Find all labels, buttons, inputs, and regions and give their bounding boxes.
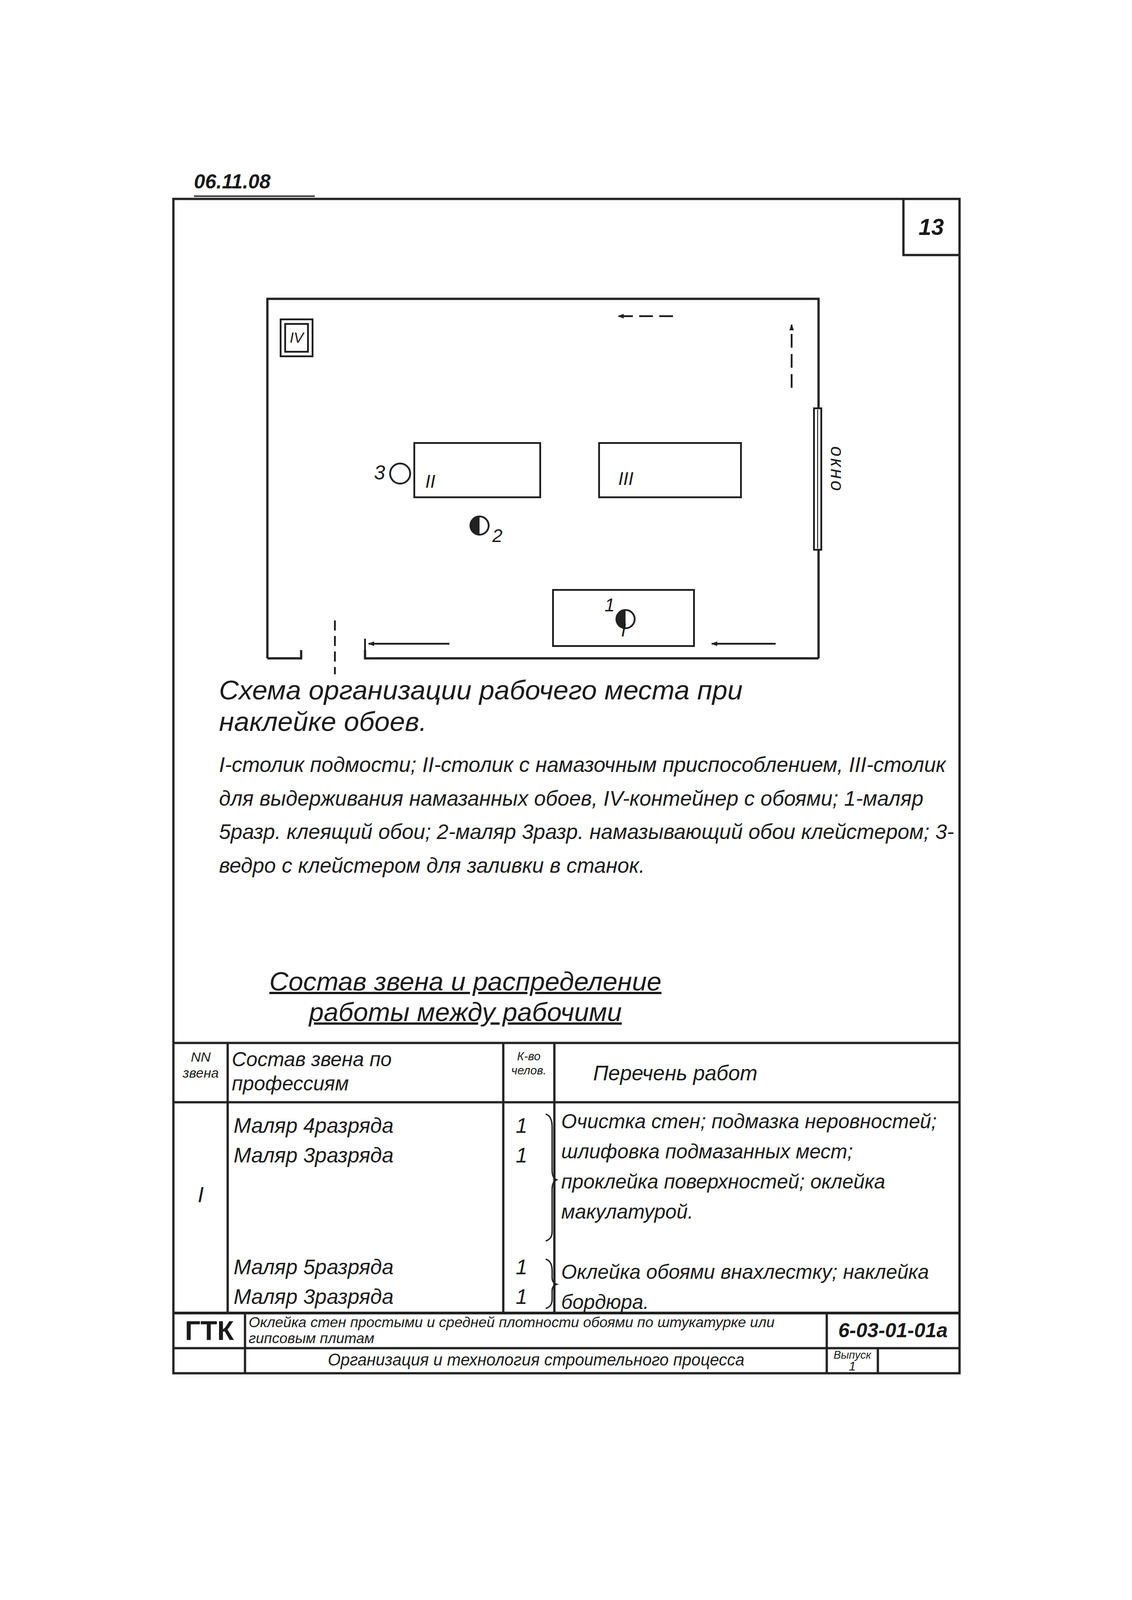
table-rule: [173, 1101, 960, 1104]
table-header: К-во челов.: [504, 1049, 553, 1078]
node-label: II: [425, 471, 436, 492]
table-cell: Маляр 3разряда: [233, 1142, 499, 1169]
sheet-stamp: 06.11.08: [193, 169, 318, 194]
container-box: IV: [279, 318, 314, 358]
node-label: IV: [289, 329, 304, 347]
flow-arrow: [790, 324, 793, 388]
legend-note: I-столик подмости; II-столик с намазочны…: [219, 748, 959, 883]
table-cell: Очистка стен; подмазка неровностей; шлиф…: [561, 1106, 955, 1227]
callout-number: 3: [370, 460, 389, 486]
title-block-cell: Организация и технология строительного п…: [248, 1350, 824, 1370]
flow-arrow: [364, 638, 366, 651]
table-rule: [173, 1042, 960, 1045]
diagram-caption: Схема организации рабочего места при нак…: [219, 674, 867, 738]
stamp-underline: [193, 195, 315, 198]
table-cell: 1: [505, 1113, 538, 1139]
table-rule: [502, 1043, 505, 1314]
window-symbol: [817, 409, 819, 549]
bucket-symbol: [390, 463, 411, 484]
table-header: Перечень работ: [593, 1060, 940, 1086]
flow-arrow: [711, 642, 776, 645]
door-line: [333, 620, 336, 675]
bracket: [545, 1114, 557, 1242]
table-header: NN звена: [175, 1049, 226, 1081]
window-symbol: [813, 408, 822, 550]
table-stand: II: [413, 442, 542, 499]
worker-symbol: [470, 516, 480, 535]
page-number-box: [903, 198, 960, 256]
title-block-code: ГТК: [175, 1314, 244, 1347]
flow-arrow: [368, 642, 450, 645]
sheet-frame: [173, 198, 960, 1374]
table-cell: Маляр 4разряда: [233, 1113, 499, 1139]
flow-arrow: [618, 315, 673, 318]
table-cell: 1: [505, 1284, 538, 1310]
table-rule: [244, 1313, 247, 1374]
node-label: I: [620, 620, 626, 641]
table-stand: I: [552, 589, 695, 647]
table-cell: Маляр 3разряда: [233, 1284, 499, 1310]
window-label: окно: [826, 432, 849, 507]
table-cell: Маляр 5разряда: [233, 1254, 499, 1280]
table-rule: [226, 1043, 230, 1314]
table-cell: 1: [505, 1142, 538, 1169]
title-block-cell: 1: [828, 1359, 877, 1374]
table-stand: III: [598, 442, 742, 499]
room-wall: [267, 650, 302, 659]
room-wall: [267, 298, 819, 659]
title-block-code: 6-03-01-01а: [828, 1318, 958, 1343]
table-cell: 1: [505, 1254, 538, 1280]
node-label: III: [618, 468, 634, 490]
bracket: [545, 1259, 557, 1309]
callout-number: 2: [488, 524, 507, 547]
table-cell: Оклейка обоями внахлестку; наклейка борд…: [561, 1257, 955, 1318]
table-cell: I: [177, 1181, 224, 1209]
table-header: Состав звена по профессиям: [231, 1047, 501, 1096]
table-rule: [876, 1348, 880, 1374]
title-block-cell: Оклейка стен простыми и средней плотност…: [248, 1314, 824, 1347]
section-heading: Состав звена и распределение работы межд…: [237, 966, 694, 1028]
page-number: 13: [905, 213, 957, 241]
worker-symbol: [470, 516, 489, 535]
room-wall: [365, 650, 819, 659]
callout-number: 1: [601, 594, 618, 616]
table-rule: [825, 1313, 829, 1374]
